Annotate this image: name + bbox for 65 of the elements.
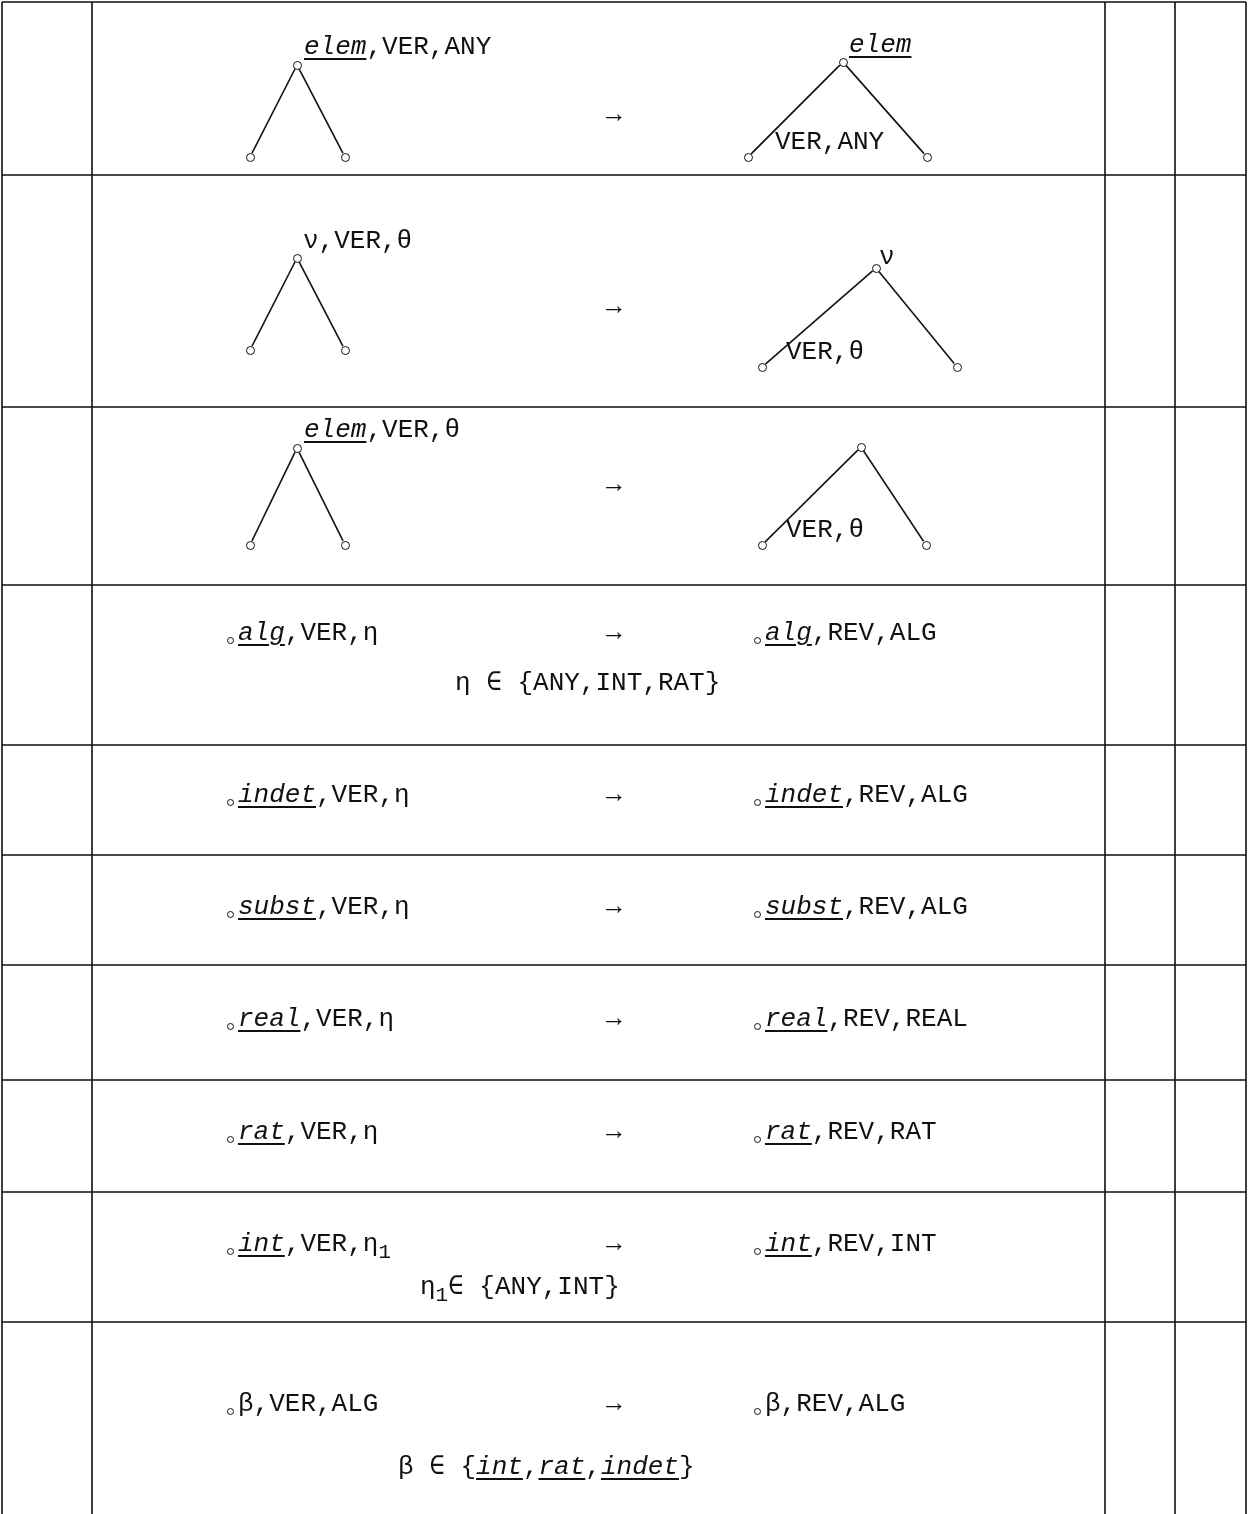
rule-text: → [606, 779, 622, 812]
tree-branch [251, 68, 296, 154]
tree-vertex [245, 345, 255, 355]
rule-text: → [606, 1228, 622, 1261]
rule-term: alg,VER,η [224, 616, 379, 650]
vertex-label: elem [849, 30, 912, 60]
tree-branch [251, 261, 296, 347]
rule-text: → [606, 469, 622, 502]
rule-term: β,REV,ALG [751, 1387, 906, 1421]
rule-term: real,REV,REAL [751, 1002, 968, 1036]
tree-vertex [292, 60, 302, 70]
rule-term: indet,REV,ALG [751, 778, 968, 812]
rule-text: → [606, 1388, 622, 1421]
rule-term: β,VER,ALG [224, 1387, 379, 1421]
tree-vertex [340, 152, 350, 162]
tree-branch [298, 261, 344, 347]
rule-text: → [606, 617, 622, 650]
rule-text: → [606, 1003, 622, 1036]
rule-text: → [606, 291, 622, 324]
vertex-label: VER,ANY [775, 127, 885, 157]
rule-text: η$_{1}$∈ {ANY,INT} [420, 1271, 620, 1304]
rule-term: subst,REV,ALG [751, 890, 968, 924]
tree-branch [878, 270, 955, 365]
rule-text: β ∈ {int,rat,indet} [398, 1451, 695, 1484]
tree-vertex [922, 152, 932, 162]
tree-vertex [921, 540, 931, 550]
tree-vertex [292, 253, 302, 263]
tree-branch [298, 68, 344, 154]
tree-vertex [245, 152, 255, 162]
tree-vertex [743, 152, 753, 162]
rule-term: int,VER,η$_{1}$ [224, 1227, 391, 1261]
tree-branch [764, 270, 874, 365]
rule-text: → [606, 1116, 622, 1149]
vertex-label: VER,θ [786, 337, 864, 367]
tree-vertex [340, 540, 350, 550]
tree-vertex [292, 443, 302, 453]
tree-vertex [838, 57, 848, 67]
tree-branch [298, 451, 344, 542]
rule-term: subst,VER,η [224, 890, 410, 924]
tree-branch [764, 449, 859, 543]
tree-branch [845, 64, 925, 155]
tree-vertex [871, 263, 881, 273]
vertex-label: ν,VER,θ [303, 226, 413, 256]
tree-branch [750, 64, 841, 155]
rule-term: int,REV,INT [751, 1227, 937, 1261]
tree-branch [862, 449, 925, 543]
tree-vertex [757, 362, 767, 372]
rule-term: alg,REV,ALG [751, 616, 937, 650]
rule-term: rat,REV,RAT [751, 1115, 937, 1149]
rule-text: → [606, 99, 622, 132]
rule-text: η ∈ {ANY,INT,RAT} [455, 667, 721, 700]
tree-vertex [340, 345, 350, 355]
tree-vertex [757, 540, 767, 550]
rule-term: real,VER,η [224, 1002, 395, 1036]
vertex-label: elem,VER,ANY [304, 32, 492, 62]
rule-text: → [606, 891, 622, 924]
vertex-label: ν [879, 242, 895, 272]
vertex-label: VER,θ [786, 515, 864, 545]
rule-term: rat,VER,η [224, 1115, 379, 1149]
tree-vertex [856, 442, 866, 452]
rule-term: indet,VER,η [224, 778, 410, 812]
tree-vertex [245, 540, 255, 550]
vertex-label: elem,VER,θ [304, 415, 461, 445]
tree-vertex [952, 362, 962, 372]
tree-branch [251, 451, 296, 542]
